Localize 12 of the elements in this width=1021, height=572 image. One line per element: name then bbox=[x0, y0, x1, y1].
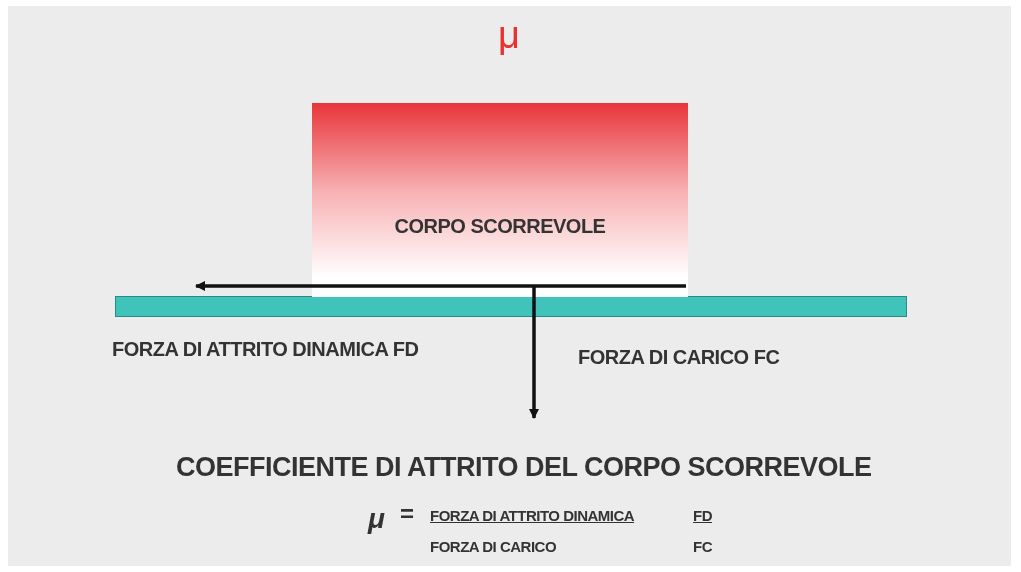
block-label: CORPO SCORREVOLE bbox=[394, 215, 606, 238]
coefficient-heading: COEFFICIENTE DI ATTRITO DEL CORPO SCORREVOLE bbox=[176, 452, 872, 483]
load-force-label: FORZA DI CARICO FC bbox=[578, 346, 780, 369]
friction-force-label: FORZA DI ATTRITO DINAMICA FD bbox=[112, 338, 419, 361]
mu-symbol: μ bbox=[498, 14, 520, 57]
equals-sign: = bbox=[400, 500, 414, 528]
denominator-text: FORZA DI CARICO bbox=[430, 538, 557, 555]
sliding-block bbox=[312, 103, 688, 297]
denominator-symbol: FC bbox=[693, 538, 712, 555]
mu-symbol: μ bbox=[368, 503, 385, 535]
numerator-symbol: FD bbox=[693, 507, 712, 524]
numerator-text: FORZA DI ATTRITO DINAMICA bbox=[430, 507, 635, 524]
